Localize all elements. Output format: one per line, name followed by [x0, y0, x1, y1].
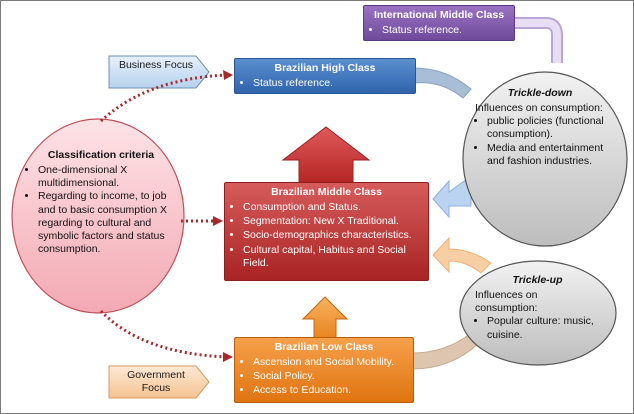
middle-item: Socio-demographics characteristics. — [243, 229, 422, 242]
low-item: Ascension and Social Mobility. — [253, 356, 407, 369]
criteria-to-low-connector — [99, 309, 227, 359]
trickle-up-arrow — [432, 236, 492, 274]
international-item: Status reference. — [382, 24, 508, 37]
middle-up-arrow — [281, 126, 371, 184]
trickle-up-block: Trickle-up Influences on consumption: Po… — [475, 274, 600, 342]
trickle-down-arrow — [432, 175, 472, 219]
middle-item: Consumption and Status. — [243, 201, 422, 214]
trickle-down-item: public policies (functional consumption)… — [487, 115, 605, 141]
trickle-up-item: Popular culture: music, cuisine. — [487, 315, 600, 341]
middle-item: Cultural capital, Habitus and Social Fie… — [243, 244, 422, 270]
criteria-ellipse — [11, 118, 185, 314]
trickle-down-item: Media and entertainment and fashion indu… — [487, 142, 605, 168]
classification-criteria-block: Classification criteria One-dimensional … — [26, 149, 176, 256]
international-title: International Middle Class — [373, 9, 505, 21]
high-list: Status reference. — [241, 77, 409, 90]
brazilian-high-class-box: Brazilian High Class Status reference. — [234, 58, 416, 94]
middle-list: Consumption and Status. Segmentation: Ne… — [231, 201, 422, 270]
low-item: Access to Education. — [253, 384, 407, 397]
criteria-list: One-dimensional X multidimensional. Rega… — [26, 164, 176, 256]
low-item: Social Policy. — [253, 370, 407, 383]
international-middle-class-box: International Middle Class Status refere… — [363, 5, 515, 41]
government-focus-label: Government Focus — [127, 369, 185, 395]
trickle-down-list: public policies (functional consumption)… — [475, 115, 605, 168]
high-connector — [413, 67, 472, 99]
brazilian-middle-class-box: Brazilian Middle Class Consumption and S… — [224, 182, 429, 281]
criteria-item: Regarding to income, to job and to basic… — [38, 190, 176, 256]
low-title: Brazilian Low Class — [274, 341, 374, 353]
brazilian-low-class-box: Brazilian Low Class Ascension and Social… — [234, 337, 414, 403]
business-focus-shape — [108, 55, 210, 89]
high-title: Brazilian High Class — [274, 62, 376, 74]
government-focus-shape — [108, 365, 210, 399]
international-connector — [513, 17, 563, 63]
trickle-down-intro: Influences on consumption: — [475, 102, 603, 115]
business-focus-label: Business Focus — [118, 59, 194, 71]
middle-title: Brazilian Middle Class — [271, 186, 382, 198]
trickle-up-list: Popular culture: music, cuisine. — [475, 315, 600, 341]
trickle-up-intro: Influences on consumption: — [475, 289, 538, 315]
international-list: Status reference. — [370, 24, 508, 37]
trickle-up-title: Trickle-up — [512, 274, 563, 286]
trickle-down-ellipse — [462, 71, 628, 247]
trickle-down-title: Trickle-down — [507, 87, 573, 99]
low-up-arrow — [301, 296, 349, 339]
high-item: Status reference. — [253, 77, 409, 90]
trickle-up-ellipse — [459, 260, 617, 366]
criteria-title: Classification criteria — [47, 149, 155, 161]
low-list: Ascension and Social Mobility. Social Po… — [241, 356, 407, 397]
middle-item: Segmentation: New X Traditional. — [243, 215, 422, 228]
trickle-down-block: Trickle-down Influences on consumption: … — [475, 87, 605, 168]
criteria-item: One-dimensional X multidimensional. — [38, 164, 176, 190]
